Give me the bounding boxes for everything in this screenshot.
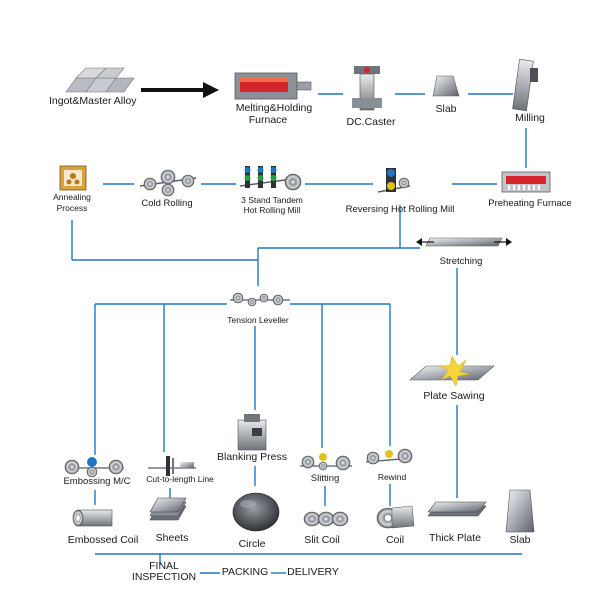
label-tandem-line1: 3 Stand Tandem: [241, 195, 303, 205]
slit-coil-icon: [303, 511, 349, 527]
slab-icon: [432, 75, 460, 97]
slab-icon: [505, 489, 535, 533]
label-dc-caster: DC.Caster: [346, 116, 396, 128]
roller-icon: [300, 453, 352, 471]
label-melting-line1: Melting&Holding: [235, 102, 313, 114]
label-thick-plate: Thick Plate: [429, 532, 481, 544]
label-circle: Circle: [238, 538, 266, 550]
coil-icon: [376, 505, 415, 529]
dc-caster-icon: [352, 66, 382, 111]
label-stretching: Stretching: [439, 256, 483, 267]
label-tandem-line2: Hot Rolling Mill: [243, 205, 301, 215]
roller-icon: [64, 457, 124, 478]
label-milling: Milling: [515, 112, 545, 124]
stretching-icon: [416, 237, 512, 247]
label-packing: PACKING: [221, 566, 269, 578]
melting-furnace-icon: [234, 72, 312, 100]
roller-icon: [139, 169, 197, 197]
label-annealing-line1: Annealing: [53, 192, 91, 202]
roller-icon: [377, 168, 411, 193]
preheating-furnace-icon: [501, 171, 551, 193]
milling-icon: [512, 58, 538, 112]
roller-icon: [148, 456, 196, 476]
thick-plate-icon: [427, 501, 487, 517]
label-sheets: Sheets: [155, 532, 189, 544]
label-final-inspection-line2: INSPECTION: [131, 571, 197, 583]
flow-lines: [71, 93, 527, 574]
label-embossing: Embossing M/C: [63, 476, 131, 487]
label-rewind: Rewind: [377, 472, 407, 482]
label-slab-product: Slab: [509, 534, 531, 546]
label-cut-to-length: Cut-to-length Line: [146, 474, 214, 484]
label-final-inspection-line1: FINAL: [149, 560, 179, 572]
label-slitting: Slitting: [310, 473, 340, 484]
label-blanking-press: Blanking Press: [216, 451, 288, 463]
label-coil: Coil: [385, 534, 405, 546]
label-delivery: DELIVERY: [287, 566, 339, 578]
label-preheating: Preheating Furnace: [488, 198, 572, 209]
label-embossed-coil: Embossed Coil: [67, 534, 139, 546]
label-slab-top: Slab: [435, 103, 457, 115]
blanking-press-icon: [237, 414, 267, 451]
label-melting-line2: Furnace: [248, 114, 288, 126]
annealing-icon: [59, 165, 87, 191]
process-arrow: [141, 82, 219, 98]
label-slit-coil: Slit Coil: [304, 534, 340, 546]
label-ingot: Ingot&Master Alloy: [49, 95, 137, 107]
circle-icon: [232, 492, 280, 532]
sheets-icon: [149, 497, 187, 521]
plate-sawing-icon: [409, 355, 495, 387]
label-reversing: Reversing Hot Rolling Mill: [345, 204, 455, 215]
roller-icon: [230, 292, 290, 307]
ingot-stack-icon: [65, 67, 135, 93]
label-cold-rolling: Cold Rolling: [141, 198, 193, 209]
label-annealing-line2: Process: [56, 203, 88, 213]
embossed-coil-icon: [72, 509, 113, 527]
label-tension-leveller: Tension Leveller: [227, 315, 289, 325]
label-plate-sawing: Plate Sawing: [423, 390, 485, 402]
roller-icon: [365, 448, 413, 465]
roller-icon: [239, 166, 302, 191]
